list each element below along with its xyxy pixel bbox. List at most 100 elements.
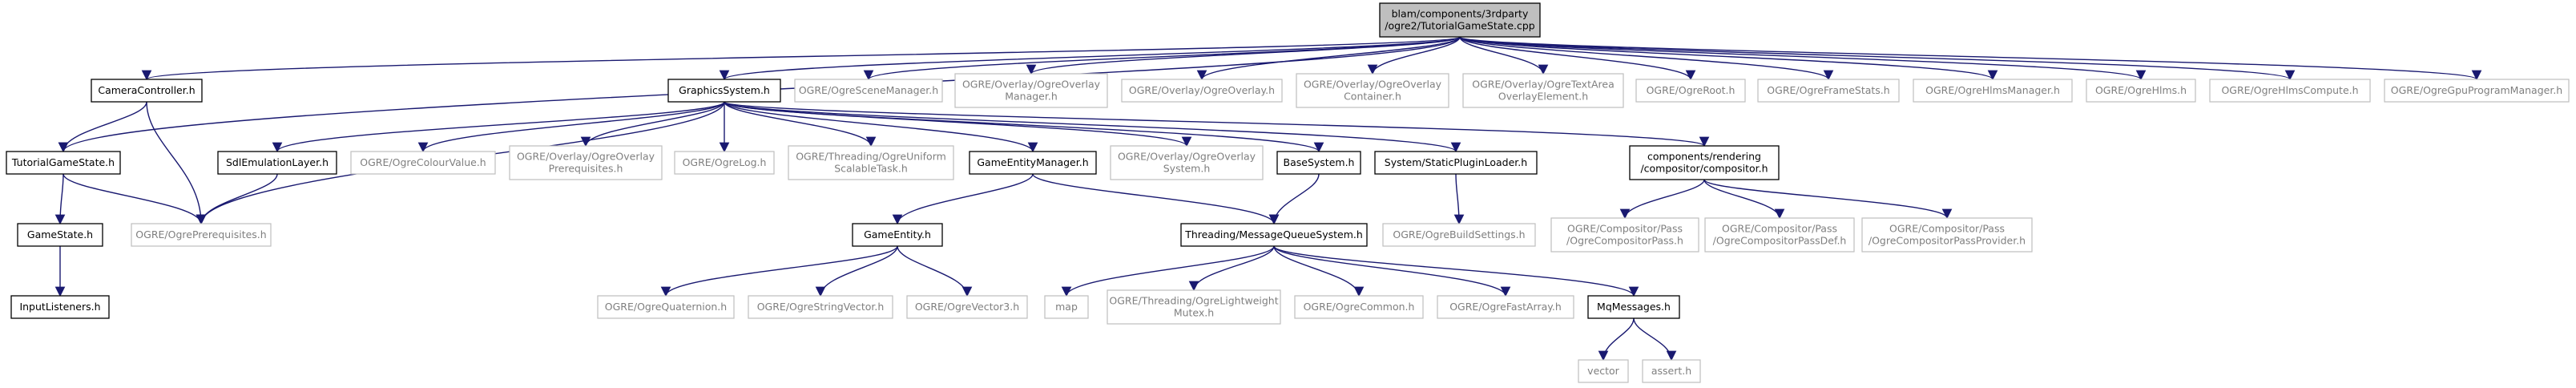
node-label-compositor-1: /compositor/compositor.h (1640, 163, 1768, 175)
node-root[interactable]: blam/components/3rdparty/ogre2/TutorialG… (1379, 2, 1541, 38)
node-message-queue-system[interactable]: Threading/MessageQueueSystem.h (1180, 223, 1368, 247)
node-box-overlay-system (1110, 145, 1264, 180)
node-label-graphics-system-0: GraphicsSystem.h (679, 84, 770, 96)
node-label-mq-messages-0: MqMessages.h (1597, 301, 1671, 313)
node-label-static-plugin-loader-0: System/StaticPluginLoader.h (1385, 156, 1527, 168)
node-build-settings: OGRE/OgreBuildSettings.h (1382, 223, 1536, 247)
edge-message_queue_system-to-lightweight_mutex (1188, 245, 1275, 292)
edge-tutorial_game_state-to-game_state (54, 173, 66, 225)
node-label-colour-value-0: OGRE/OgreColourValue.h (360, 156, 486, 168)
edge-graphics_system-to-game_entity_manager (724, 101, 1038, 153)
node-sdl-emulation-layer[interactable]: SdlEmulationLayer.h (217, 151, 337, 175)
node-game-entity[interactable]: GameEntity.h (852, 223, 943, 247)
node-hlms-manager: OGRE/OgreHlmsManager.h (1913, 79, 2073, 103)
edge-graphics_system-to-colour_value (417, 101, 725, 153)
node-camera-controller[interactable]: CameraController.h (91, 79, 203, 103)
node-label-overlay-prerequisites-1: Prerequisites.h (549, 163, 623, 175)
edge-game_entity-to-string_vector (815, 245, 898, 297)
edge-graphics_system-to-sdl_emulation_layer (272, 101, 725, 153)
node-label-lightweight-mutex-0: OGRE/Threading/OgreLightweight (1109, 295, 1278, 307)
edge-mq_messages-to-vector (1598, 317, 1635, 362)
node-box-overlay-prerequisites (509, 145, 663, 180)
node-box-frame-stats (1757, 79, 1900, 103)
node-box-ogre-common (1294, 295, 1424, 319)
node-label-compositor-pass-provider-1: /OgreCompositorPassProvider.h (1869, 235, 2026, 247)
node-box-vector3 (906, 295, 1028, 319)
edge-root-to-graphics_system (720, 36, 1461, 81)
node-label-game-state-0: GameState.h (27, 228, 93, 240)
node-assert: assert.h (1642, 359, 1701, 383)
node-gpu-program-manager: OGRE/OgreGpuProgramManager.h (2384, 79, 2570, 103)
node-box-compositor-pass-def (1704, 217, 1855, 253)
node-label-camera-controller-0: CameraController.h (98, 84, 195, 96)
node-label-overlay-system-1: System.h (1163, 163, 1211, 175)
node-game-state[interactable]: GameState.h (17, 223, 103, 247)
edge-graphics_system-to-static_plugin_loader (724, 101, 1461, 153)
node-label-tutorial-game-state-0: TutorialGameState.h (11, 156, 115, 168)
node-box-static-plugin-loader (1374, 151, 1538, 175)
node-label-game-entity-0: GameEntity.h (864, 228, 931, 240)
edge-message_queue_system-to-map (1061, 245, 1275, 297)
node-label-fast-array-0: OGRE/OgreFastArray.h (1449, 301, 1562, 313)
node-label-text-area-0: OGRE/Overlay/OgreTextArea (1472, 79, 1615, 91)
node-quaternion: OGRE/OgreQuaternion.h (597, 295, 735, 319)
edge-root-to-hlms_manager (1459, 36, 1998, 81)
node-mq-messages[interactable]: MqMessages.h (1587, 295, 1680, 319)
node-box-assert (1642, 359, 1701, 383)
node-label-vector3-0: OGRE/OgreVector3.h (915, 301, 1019, 313)
node-box-game-entity-manager (969, 151, 1097, 175)
node-compositor-pass: OGRE/Compositor/Pass/OgreCompositorPass.… (1550, 217, 1699, 253)
edge-game_entity-to-vector3 (897, 245, 973, 297)
node-label-compositor-0: components/rendering (1647, 151, 1761, 163)
node-box-message-queue-system (1180, 223, 1368, 247)
node-game-entity-manager[interactable]: GameEntityManager.h (969, 151, 1097, 175)
node-colour-value: OGRE/OgreColourValue.h (350, 151, 496, 175)
node-scene-manager: OGRE/OgreSceneManager.h (794, 79, 943, 103)
node-label-ogre-common-0: OGRE/OgreCommon.h (1304, 301, 1415, 313)
node-compositor[interactable]: components/rendering/compositor/composit… (1629, 145, 1780, 180)
node-vector3: OGRE/OgreVector3.h (906, 295, 1028, 319)
node-box-uniform-scalable-task (788, 145, 954, 180)
edge-base_system-to-message_queue_system (1268, 173, 1320, 225)
edge-root-to-hlms_compute (1459, 36, 2295, 81)
node-box-fast-array (1437, 295, 1574, 319)
node-label-ogre-prerequisites-0: OGRE/OgrePrerequisites.h (135, 228, 266, 240)
edge-root-to-overlay (1196, 36, 1461, 81)
edge-root-to-hlms (1459, 36, 2146, 81)
node-box-hlms-compute (2209, 79, 2371, 103)
node-map: map (1044, 295, 1089, 319)
node-label-assert-0: assert.h (1651, 365, 1691, 377)
edge-tutorial_game_state-to-ogre_prerequisites (62, 173, 207, 225)
node-label-ogre-log-0: OGRE/OgreLog.h (683, 156, 767, 168)
node-label-compositor-pass-1: /OgreCompositorPass.h (1566, 235, 1683, 247)
edge-camera_controller-to-tutorial_game_state (58, 101, 147, 153)
edge-compositor-to-compositor_pass_provider (1703, 179, 1953, 220)
node-box-graphics-system (667, 79, 781, 103)
node-box-overlay-container (1296, 73, 1449, 108)
node-overlay: OGRE/Overlay/OgreOverlay.h (1121, 79, 1283, 103)
node-label-frame-stats-0: OGRE/OgreFrameStats.h (1767, 84, 1889, 96)
node-label-map-0: map (1055, 301, 1078, 313)
node-static-plugin-loader[interactable]: System/StaticPluginLoader.h (1374, 151, 1538, 175)
edge-root-to-gpu_program_manager (1459, 36, 2481, 81)
node-ogre-prerequisites: OGRE/OgrePrerequisites.h (131, 223, 272, 247)
edge-game_entity-to-quaternion (660, 245, 898, 297)
node-box-input-listeners (10, 295, 110, 319)
node-label-overlay-0: OGRE/Overlay/OgreOverlay.h (1129, 84, 1275, 96)
node-box-overlay (1121, 79, 1283, 103)
node-box-build-settings (1382, 223, 1536, 247)
node-label-ogre-root-0: OGRE/OgreRoot.h (1647, 84, 1735, 96)
node-ogre-common: OGRE/OgreCommon.h (1294, 295, 1424, 319)
node-tutorial-game-state[interactable]: TutorialGameState.h (6, 151, 121, 175)
node-base-system[interactable]: BaseSystem.h (1276, 151, 1361, 175)
node-input-listeners[interactable]: InputListeners.h (10, 295, 110, 319)
node-label-sdl-emulation-layer-0: SdlEmulationLayer.h (226, 156, 329, 168)
node-label-hlms-compute-0: OGRE/OgreHlmsCompute.h (2221, 84, 2358, 96)
node-graphics-system[interactable]: GraphicsSystem.h (667, 79, 781, 103)
node-label-overlay-container-0: OGRE/Overlay/OgreOverlay (1304, 79, 1442, 91)
edge-root-to-camera_controller (142, 36, 1461, 81)
edge-graphics_system-to-compositor (724, 101, 1709, 148)
